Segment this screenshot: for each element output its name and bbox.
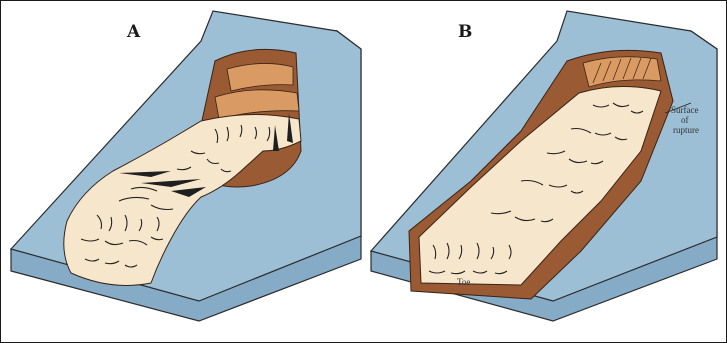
panel-a-block-diagram (11, 11, 361, 321)
surface-of-rupture-label-line1: Surface (671, 105, 698, 115)
toe-label: Toe (457, 277, 470, 287)
panel-b-block-diagram (371, 11, 717, 321)
surface-of-rupture-label-line2: of (681, 115, 689, 125)
surface-of-rupture-label-line3: rupture (673, 125, 699, 135)
panel-a-label: A (126, 22, 141, 42)
panel-b-label: B (458, 22, 472, 42)
